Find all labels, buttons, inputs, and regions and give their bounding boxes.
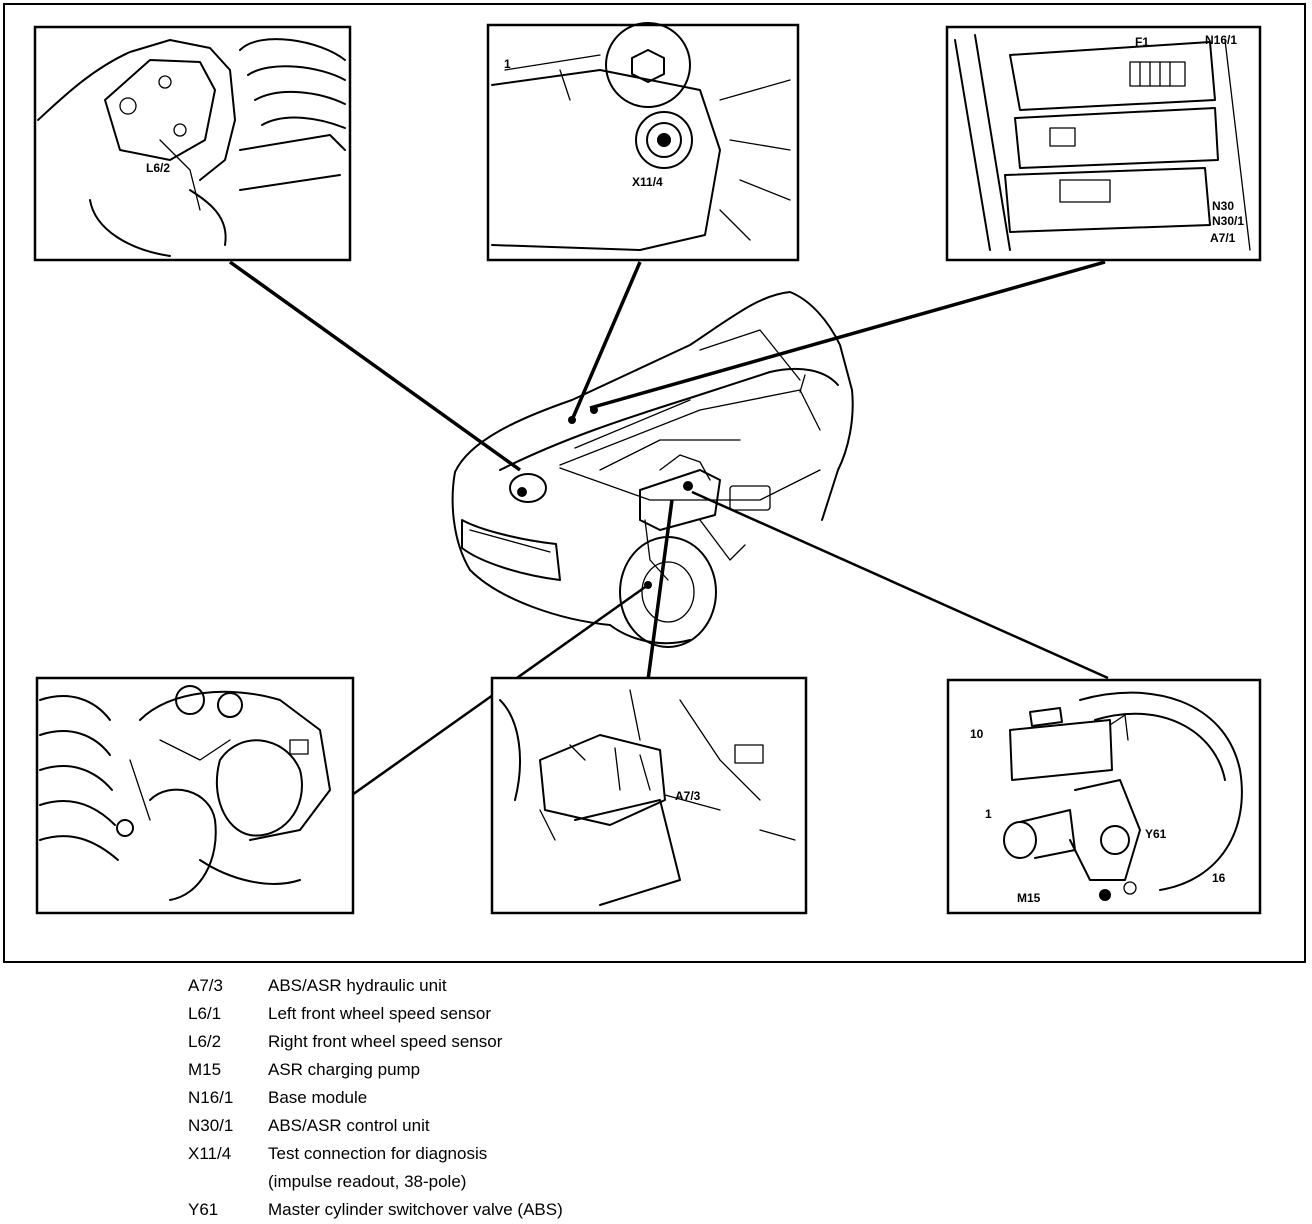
legend-row: N30/1 ABS/ASR control unit (188, 1112, 888, 1140)
callout-y61: Y61 (1145, 827, 1167, 841)
detail-panel-control-units: F1 N16/1 N30 N30/1 A7/1 (945, 25, 1262, 262)
legend-description: ABS/ASR hydraulic unit (268, 976, 447, 995)
leader-a73 (646, 499, 674, 681)
callout-1: 1 (985, 807, 992, 821)
legend-description: (impulse readout, 38-pole) (268, 1172, 467, 1191)
legend-description: Master cylinder switchover valve (ABS) (268, 1200, 563, 1219)
callout-16: 16 (1212, 871, 1226, 885)
legend-code: N30/1 (188, 1116, 234, 1135)
callout-a71: A7/1 (1210, 231, 1236, 245)
legend-code: L6/1 (188, 1004, 222, 1023)
legend-code: N16/1 (188, 1088, 234, 1107)
legend-description: Base module (268, 1088, 368, 1107)
legend-row: A7/3 ABS/ASR hydraulic unit (188, 972, 888, 1000)
callout-10: 10 (970, 727, 984, 741)
legend-description: ASR charging pump (268, 1060, 421, 1079)
legend-row: M15 ASR charging pump (188, 1056, 888, 1084)
component-legend: A7/3 ABS/ASR hydraulic unit L6/1 Left fr… (188, 972, 888, 1224)
legend-code: A7/3 (188, 976, 223, 995)
car-illustration (451, 291, 854, 648)
diagram-frame (3, 3, 1306, 963)
legend-description: Right front wheel speed sensor (268, 1032, 503, 1051)
leader-n161 (589, 260, 1106, 410)
detail-panel-x114: 1 X11/4 (486, 22, 800, 262)
callout-l62: L6/2 (146, 161, 170, 175)
callout-a73: A7/3 (675, 789, 701, 803)
legend-code (188, 1168, 268, 1196)
callout-n30: N30 (1212, 199, 1234, 213)
callout-x114: X11/4 (632, 175, 663, 189)
legend-description: Test connection for diagnosis (268, 1144, 488, 1163)
legend-row: Y61 Master cylinder switchover valve (AB… (188, 1196, 888, 1224)
legend-row: N16/1 Base module (188, 1084, 888, 1112)
callout-1-top: 1 (504, 57, 511, 71)
callout-f1: F1 (1135, 35, 1149, 49)
leader-l62 (228, 260, 522, 472)
callout-n301: N30/1 (1212, 214, 1244, 228)
component-location-diagram: L6/2 1 X11/4 F1 N16/1 N30 N30/1 (33, 22, 1262, 915)
legend-row: L6/2 Right front wheel speed sensor (188, 1028, 888, 1056)
legend-code: L6/2 (188, 1032, 222, 1051)
detail-panel-master-cylinder: 10 1 Y61 M15 16 (946, 678, 1262, 915)
legend-description: Left front wheel speed sensor (268, 1004, 492, 1023)
detail-panel-l62: L6/2 (33, 25, 352, 262)
legend-code: M15 (188, 1060, 222, 1079)
detail-panel-a73: A7/3 (490, 676, 808, 915)
callout-m15: M15 (1017, 891, 1041, 905)
legend-code: Y61 (188, 1200, 219, 1219)
legend-row: (impulse readout, 38-pole) (188, 1168, 888, 1196)
callout-n161: N16/1 (1205, 33, 1237, 47)
legend-row: X11/4 Test connection for diagnosis (188, 1140, 888, 1168)
leader-y61 (691, 490, 1109, 680)
detail-panel-l61 (35, 676, 355, 915)
legend-code: X11/4 (188, 1144, 232, 1163)
legend-description: ABS/ASR control unit (268, 1116, 430, 1135)
legend-row: L6/1 Left front wheel speed sensor (188, 1000, 888, 1028)
